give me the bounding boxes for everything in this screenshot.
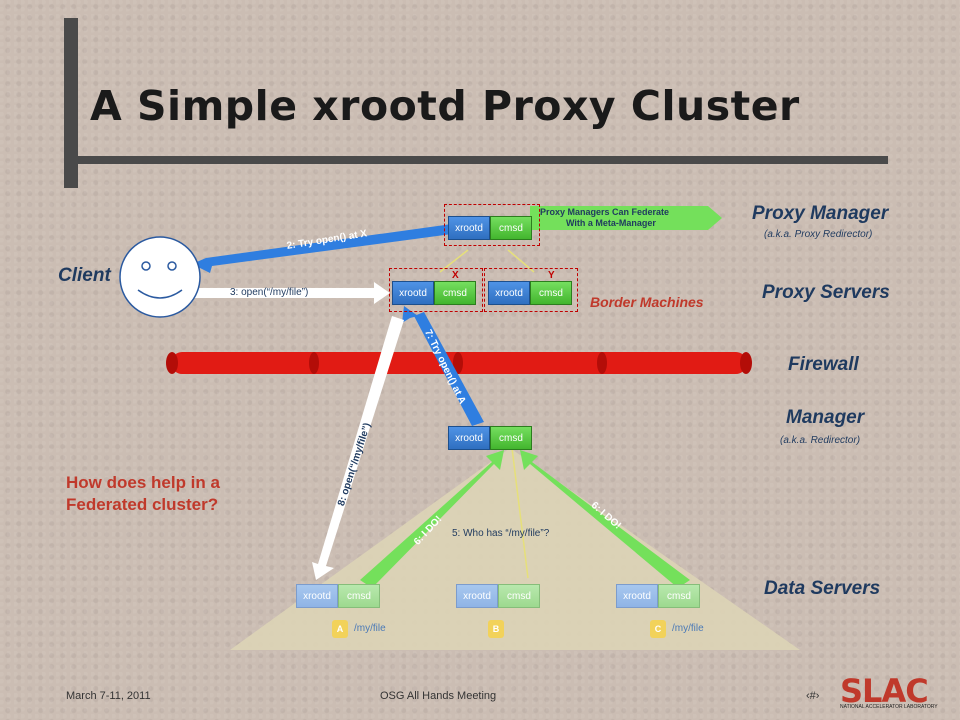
disk-b-icon: B — [488, 620, 504, 638]
proxy-server-y-node: xrootd cmsd — [488, 281, 572, 305]
cmsd-label: cmsd — [338, 584, 380, 608]
proxy-manager-node: xrootd cmsd — [448, 216, 532, 240]
manager-sublabel: (a.k.a. Redirector) — [780, 435, 861, 446]
proxy-server-marker-x: X — [452, 270, 459, 281]
slac-logo: SLAC NATIONAL ACCELERATOR LABORATORY — [840, 672, 950, 716]
question-line-1: How does help in a — [66, 473, 220, 492]
cmsd-label: cmsd — [658, 584, 700, 608]
xrootd-label: xrootd — [448, 216, 490, 240]
xrootd-label: xrootd — [296, 584, 338, 608]
proxy-servers-label: Proxy Servers — [762, 282, 890, 303]
arrow-step-6-left — [360, 450, 504, 588]
xrootd-label: xrootd — [456, 584, 498, 608]
proxy-manager-frame — [444, 204, 540, 246]
proxy-server-x-node: xrootd cmsd — [392, 281, 476, 305]
proxy-server-x-frame — [389, 268, 483, 312]
border-machines-label: Border Machines — [590, 294, 704, 310]
cmsd-label: cmsd — [490, 426, 532, 450]
manager-node: xrootd cmsd — [448, 426, 532, 450]
logo-subtitle: NATIONAL ACCELERATOR LABORATORY — [840, 704, 938, 710]
federate-arrow — [530, 206, 722, 230]
disk-a-icon: A — [332, 620, 348, 638]
client-face-icon — [119, 236, 201, 318]
disk-c-file: /my/file — [672, 623, 704, 634]
federate-note-line2: With a Meta-Manager — [566, 218, 656, 228]
data-server-a-node: xrootd cmsd — [296, 584, 380, 608]
manager-to-b-line — [511, 447, 529, 579]
federate-note-line1: Proxy Managers Can Federate — [540, 207, 670, 217]
question-text: How does help in a Federated cluster? — [66, 472, 220, 516]
xrootd-label: xrootd — [448, 426, 490, 450]
logo-text: SLAC — [840, 672, 929, 710]
title-accent-bar-vertical — [64, 18, 78, 188]
footer-event: OSG All Hands Meeting — [380, 690, 497, 702]
cmsd-label: cmsd — [498, 584, 540, 608]
footer-page-number: ‹#› — [806, 690, 820, 702]
title-accent-bar-horizontal — [64, 156, 888, 164]
xrootd-label: xrootd — [392, 281, 434, 305]
cmsd-label: cmsd — [530, 281, 572, 305]
arrow-step-6-right — [520, 450, 690, 588]
client-label: Client — [58, 265, 111, 286]
step-3-label: 3: open(“/my/file”) — [230, 287, 309, 298]
disk-c-icon: C — [650, 620, 666, 638]
xrootd-label: xrootd — [488, 281, 530, 305]
arrow-step-8 — [312, 316, 404, 580]
cmsd-label: cmsd — [434, 281, 476, 305]
footer-date: March 7-11, 2011 — [66, 690, 151, 702]
question-line-2: Federated cluster? — [66, 495, 219, 514]
proxy-manager-sublabel: (a.k.a. Proxy Redirector) — [764, 229, 873, 240]
page-title: A Simple xrootd Proxy Cluster — [90, 82, 800, 130]
firewall-label: Firewall — [788, 354, 859, 375]
arrow-step-3 — [194, 282, 390, 304]
xrootd-label: xrootd — [616, 584, 658, 608]
arrow-step-2 — [192, 224, 452, 273]
cmsd-label: cmsd — [490, 216, 532, 240]
data-server-b-node: xrootd cmsd — [456, 584, 540, 608]
manager-label: Manager — [786, 407, 865, 428]
step-5-label: 5: Who has “/my/file”? — [452, 528, 550, 539]
proxy-server-marker-y: Y — [548, 270, 555, 281]
proxy-manager-label: Proxy Manager — [752, 203, 889, 224]
disk-a-file: /my/file — [354, 623, 386, 634]
data-server-c-node: xrootd cmsd — [616, 584, 700, 608]
proxy-server-y-frame — [484, 268, 578, 312]
firewall-icon — [166, 352, 752, 374]
data-servers-label: Data Servers — [764, 578, 881, 599]
